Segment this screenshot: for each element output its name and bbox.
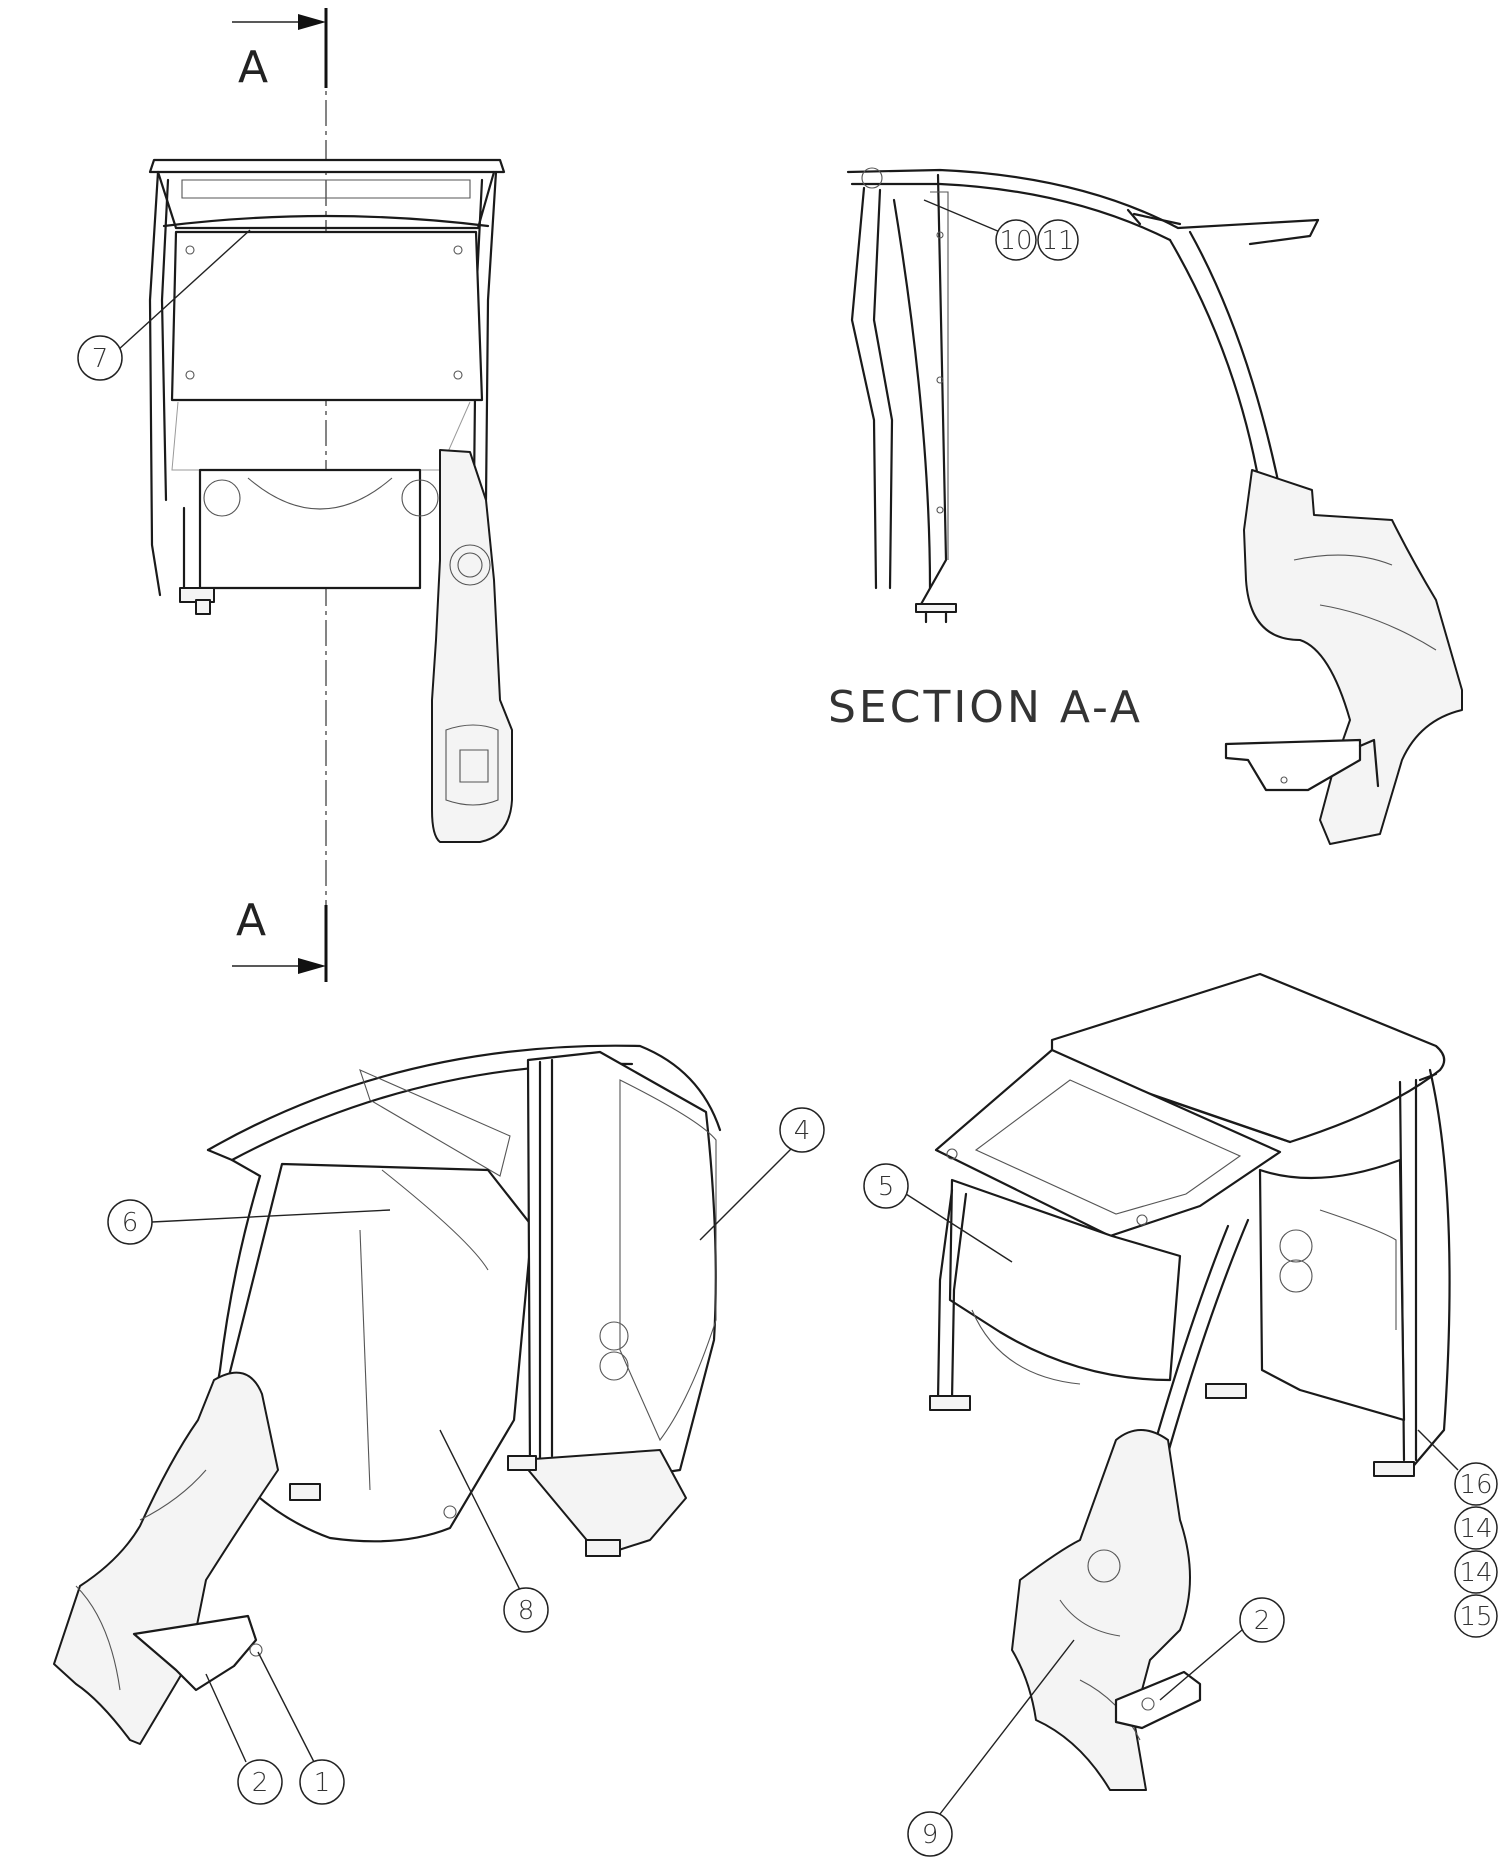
callout-5 <box>863 1163 909 1209</box>
callout-2-left <box>237 1759 283 1805</box>
right-iso-view <box>929 972 1451 1791</box>
iso-left-roof-frame <box>206 1044 722 1152</box>
section-front-door <box>850 186 878 590</box>
front-view: A A <box>148 8 513 982</box>
callout-14-a <box>1454 1506 1498 1550</box>
section-view <box>846 167 1463 845</box>
callout-5-label: 5 <box>878 1172 895 1202</box>
iso-left-step <box>132 1614 258 1692</box>
section-arrow-bottom-head <box>298 958 326 974</box>
callout-9 <box>907 1811 953 1857</box>
callout-8 <box>503 1587 549 1633</box>
callout-2-right-label: 2 <box>1254 1606 1271 1636</box>
section-rear-pillar <box>1168 238 1264 502</box>
callouts: 7 10 11 4 6 5 8 16 14 14 15 2 1 <box>77 199 1498 1857</box>
iso-right-step <box>1114 1670 1202 1730</box>
front-right-fender <box>431 449 513 843</box>
callout-11 <box>1037 219 1079 261</box>
section-title: SECTION A-A <box>828 682 1143 733</box>
callout-7-label: 7 <box>92 344 109 374</box>
iso-left-rear-panel <box>226 1162 534 1543</box>
callout-14-b <box>1454 1550 1498 1594</box>
iso-left-door <box>526 1050 717 1482</box>
callout-16 <box>1454 1462 1498 1506</box>
callout-1-label: 1 <box>314 1768 331 1798</box>
callout-15-label: 15 <box>1459 1602 1492 1632</box>
callout-8-label: 8 <box>518 1596 535 1626</box>
front-roof <box>148 158 506 174</box>
iso-right-front-frame <box>934 1048 1282 1238</box>
callout-2-left-label: 2 <box>252 1768 269 1798</box>
left-iso-view <box>53 1044 722 1745</box>
callout-10-label: 10 <box>999 226 1032 256</box>
front-header-arc <box>162 214 490 228</box>
callout-6-label: 6 <box>122 1208 139 1238</box>
section-step <box>1224 738 1362 792</box>
callout-10 <box>995 219 1037 261</box>
iso-right-front-post <box>1148 1224 1230 1462</box>
rear-window-panel <box>170 230 484 402</box>
callout-1 <box>299 1759 345 1805</box>
section-rear-fender <box>1243 469 1463 845</box>
callout-16-label: 16 <box>1459 1470 1492 1500</box>
callout-15 <box>1454 1594 1498 1638</box>
callout-14-b-label: 14 <box>1459 1558 1492 1588</box>
iso-left-pillar <box>212 1174 262 1406</box>
front-right-post <box>484 170 498 502</box>
iso-left-fender <box>53 1371 279 1745</box>
front-lower-frame <box>198 468 422 590</box>
section-letter-top: A <box>238 42 268 93</box>
iso-right-front-panel <box>948 1178 1182 1382</box>
callout-7 <box>77 335 123 381</box>
callout-6 <box>107 1199 153 1245</box>
iso-right-roof <box>1050 972 1446 1144</box>
section-roof-line <box>846 168 1320 230</box>
front-left-post <box>148 170 162 597</box>
callout-2-right <box>1239 1597 1285 1643</box>
callout-9-label: 9 <box>922 1820 939 1850</box>
callout-14-a-label: 14 <box>1459 1514 1492 1544</box>
callout-11-label: 11 <box>1041 226 1074 256</box>
callout-4 <box>779 1107 825 1153</box>
iso-right-fender <box>1011 1429 1191 1791</box>
callout-4-label: 4 <box>794 1116 811 1146</box>
section-arrow-top-head <box>298 14 326 30</box>
iso-right-left-post <box>936 1188 954 1402</box>
iso-right-door <box>1258 1158 1406 1422</box>
section-letter-bottom: A <box>236 895 266 946</box>
